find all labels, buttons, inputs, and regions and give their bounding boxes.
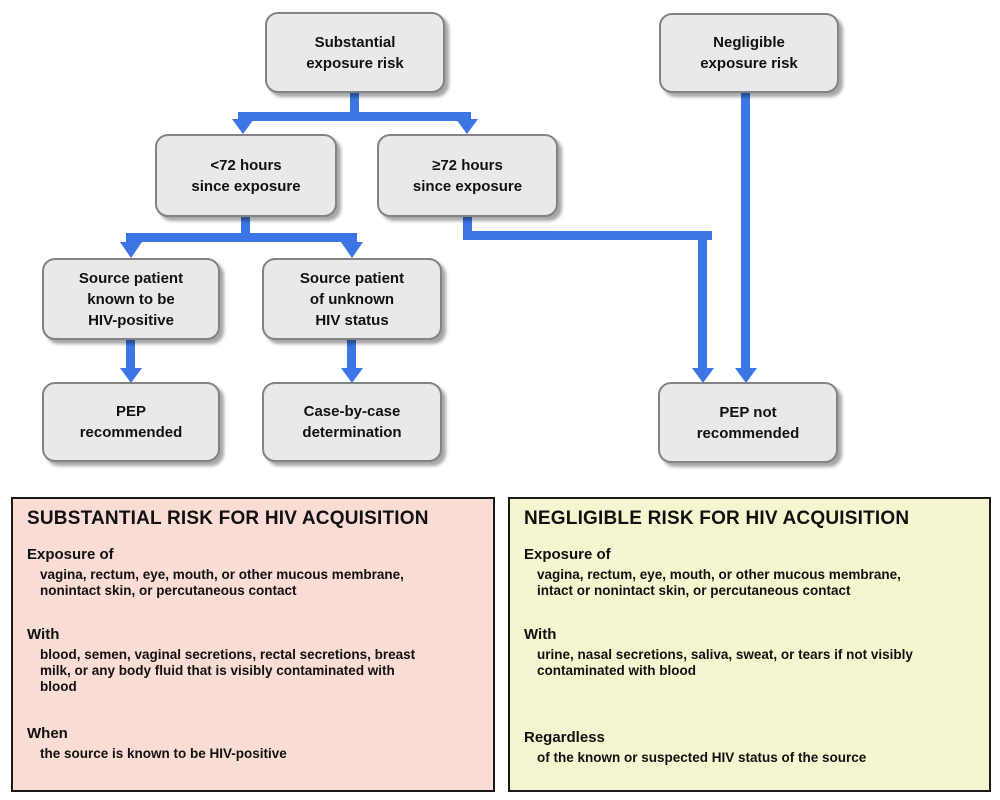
- panel-section: Exposure of vagina, rectum, eye, mouth, …: [27, 546, 487, 599]
- node-label: PEP recommended: [79, 403, 183, 441]
- node-ge72-hours: ≥72 hours since exposure: [377, 134, 558, 217]
- connector-lt72-stub: [241, 216, 250, 242]
- panel-section: With urine, nasal secretions, saliva, sw…: [524, 626, 983, 679]
- section-heading: Exposure of: [524, 546, 611, 563]
- connector-known-to-pep: [126, 339, 135, 370]
- arrow-down-icon: [692, 368, 714, 383]
- section-body: blood, semen, vaginal secretions, rectal…: [40, 647, 416, 694]
- panel-section: Exposure of vagina, rectum, eye, mouth, …: [524, 546, 983, 599]
- node-case-by-case-determination: Case-by-case determination: [262, 382, 442, 462]
- section-heading: With: [27, 626, 60, 643]
- node-label: <72 hours since exposure: [191, 156, 301, 195]
- arrow-down-icon: [735, 368, 757, 383]
- connector-ge72-horizontal-bar: [463, 231, 712, 240]
- panel-section: When the source is known to be HIV-posit…: [27, 725, 487, 762]
- node-label: PEP not recommended: [696, 403, 800, 442]
- section-body: urine, nasal secretions, saliva, sweat, …: [537, 647, 913, 678]
- negligible-risk-panel: NEGLIGIBLE RISK FOR HIV ACQUISITION Expo…: [508, 497, 991, 792]
- node-source-known-hiv-positive: Source patient known to be HIV-positive: [42, 258, 220, 340]
- arrow-down-icon: [341, 242, 363, 258]
- arrow-down-icon: [456, 119, 478, 134]
- panel-section: With blood, semen, vaginal secretions, r…: [27, 626, 487, 695]
- section-body: vagina, rectum, eye, mouth, or other muc…: [40, 567, 404, 598]
- node-lt72-hours: <72 hours since exposure: [155, 134, 337, 217]
- substantial-risk-panel: SUBSTANTIAL RISK FOR HIV ACQUISITION Exp…: [11, 497, 495, 792]
- connector-unknown-to-case: [347, 339, 356, 370]
- panel-title: NEGLIGIBLE RISK FOR HIV ACQUISITION: [524, 508, 910, 529]
- arrow-down-icon: [120, 368, 142, 383]
- node-label: Case-by-case determination: [302, 403, 402, 441]
- connector-substantial-split-bar: [238, 112, 471, 121]
- node-source-unknown-hiv-status: Source patient of unknown HIV status: [262, 258, 442, 340]
- node-pep-recommended: PEP recommended: [42, 382, 220, 462]
- section-body: the source is known to be HIV-positive: [40, 746, 287, 761]
- connector-ge72-stub: [463, 216, 472, 240]
- section-heading: Exposure of: [27, 546, 114, 563]
- connector-ge72-to-pepnot: [698, 231, 707, 369]
- node-negligible-exposure-risk: Negligible exposure risk: [659, 13, 839, 93]
- section-heading: Regardless: [524, 729, 605, 746]
- node-pep-not-recommended: PEP not recommended: [658, 382, 838, 463]
- node-label: Substantial exposure risk: [306, 33, 404, 72]
- node-label: Source patient of unknown HIV status: [299, 269, 405, 329]
- connector-negligible-to-pepnot: [741, 92, 750, 369]
- node-substantial-exposure-risk: Substantial exposure risk: [265, 12, 445, 93]
- arrow-down-icon: [232, 119, 254, 134]
- node-label: ≥72 hours since exposure: [412, 156, 523, 195]
- node-label: Source patient known to be HIV-positive: [78, 269, 184, 329]
- arrow-down-icon: [120, 242, 142, 258]
- node-label: Negligible exposure risk: [700, 34, 798, 72]
- section-body: vagina, rectum, eye, mouth, or other muc…: [537, 567, 901, 598]
- arrow-down-icon: [341, 368, 363, 383]
- section-body: of the known or suspected HIV status of …: [537, 750, 867, 765]
- panel-section: Regardless of the known or suspected HIV…: [524, 729, 983, 766]
- panel-title: SUBSTANTIAL RISK FOR HIV ACQUISITION: [27, 508, 429, 529]
- section-heading: When: [27, 725, 68, 742]
- connector-lt72-split-bar: [126, 233, 357, 242]
- section-heading: With: [524, 626, 557, 643]
- connector-substantial-stub: [350, 92, 359, 121]
